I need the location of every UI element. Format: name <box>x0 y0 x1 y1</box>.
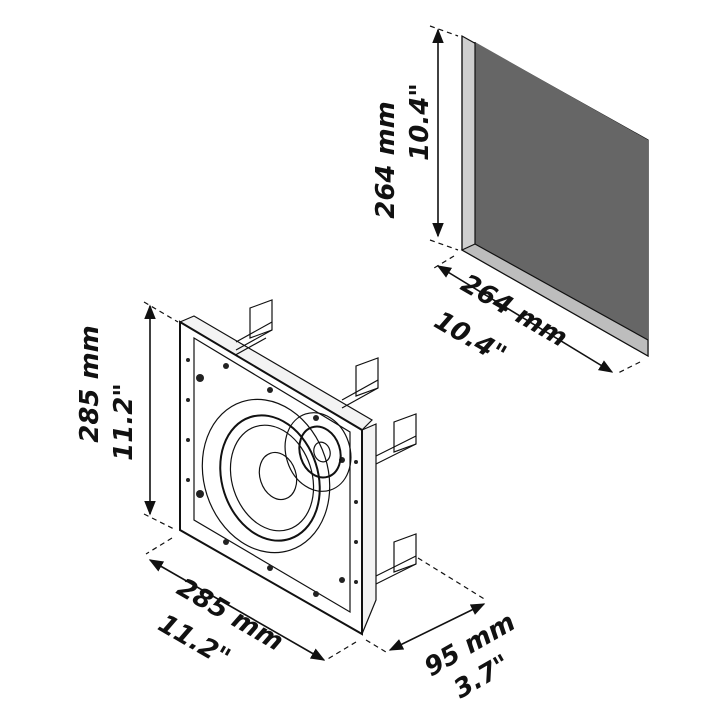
speaker-side-face <box>361 423 377 635</box>
woofer-icon <box>201 398 331 554</box>
speaker-height-inch: 11.2" <box>109 383 139 461</box>
speaker-depth-dimension: 95 mm 3.7" <box>365 557 521 705</box>
mounting-clip-icon <box>375 533 417 585</box>
in-wall-speaker <box>178 299 417 636</box>
tweeter-icon <box>284 412 352 492</box>
cutout-height-dimension: 264 mm 10.4" <box>371 25 459 251</box>
mounting-clip-icon <box>341 357 379 409</box>
speaker-height-dimension: 285 mm 11.2" <box>75 301 179 531</box>
mounting-clip-icon <box>375 413 417 465</box>
mounting-clip-icon <box>229 299 273 359</box>
cutout-height-inch: 10.4" <box>405 83 435 161</box>
speaker-height-mm: 285 mm <box>75 325 105 443</box>
cutout-height-mm: 264 mm <box>371 101 401 219</box>
speaker-baffle <box>193 336 351 614</box>
